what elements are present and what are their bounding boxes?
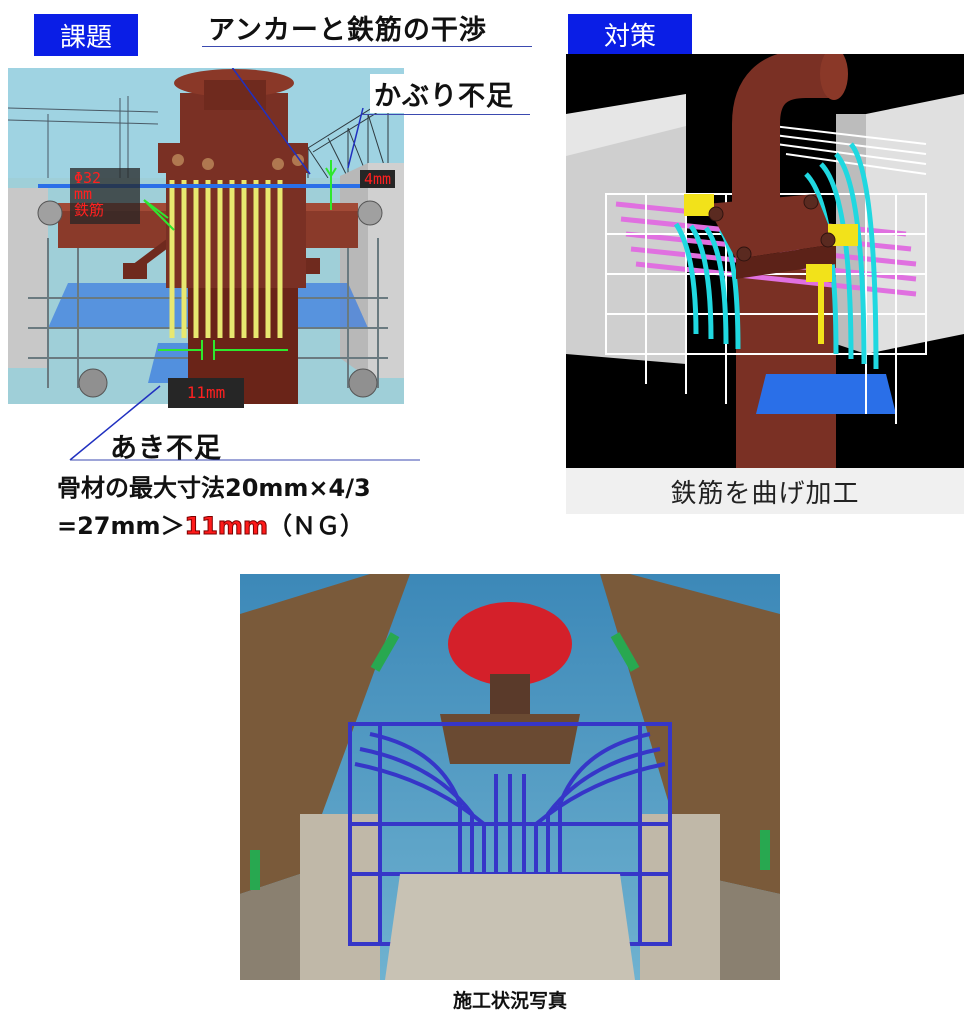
countermeasure-tag: 対策 xyxy=(568,14,692,54)
note-line2-suffix: （ＮＧ） xyxy=(267,512,364,540)
gap-leader-svg xyxy=(69,385,420,461)
diameter-unit: mm xyxy=(74,185,93,203)
dimension-marks xyxy=(143,160,337,360)
countermeasure-caption: 鉄筋を曲げ加工 xyxy=(566,468,964,514)
construction-photo-svg xyxy=(240,574,780,980)
aggregate-note-line1: 骨材の最大寸法20mm×4/3 xyxy=(57,474,371,502)
aggregate-note-line2: =27mm＞11mm（ＮＧ） xyxy=(57,506,364,541)
cover-callout: かぶり不足 xyxy=(370,74,518,113)
countermeasure-render-svg xyxy=(566,54,964,468)
cover-dimension-label: 4mm xyxy=(360,170,396,188)
problem-render-svg xyxy=(8,68,404,404)
note-line2-prefix: =27mm＞ xyxy=(57,512,185,540)
rebar-diameter-label: Φ32 mm 鉄筋 xyxy=(70,168,140,224)
ng-value: 11mm xyxy=(184,512,268,541)
problem-tag: 課題 xyxy=(34,14,138,56)
plate-bolts xyxy=(172,154,304,170)
photo-caption: 施工状況写真 xyxy=(452,990,567,1012)
interference-underline xyxy=(202,46,532,47)
cover-underline xyxy=(362,114,530,115)
diameter-value: Φ32 xyxy=(74,169,102,187)
anchor-bolts xyxy=(708,194,836,262)
leader-lines xyxy=(231,68,364,175)
diameter-rebar: 鉄筋 xyxy=(74,201,105,219)
construction-photo xyxy=(240,574,780,980)
gap-dimension-label: 11mm xyxy=(168,378,244,408)
power-lines xyxy=(8,96,159,178)
gap-callout: あき不足 xyxy=(110,433,222,464)
problem-3d-render xyxy=(8,68,404,404)
yellow-rebars xyxy=(169,180,283,338)
countermeasure-3d-render xyxy=(566,54,964,468)
interference-callout: アンカーと鉄筋の干渉 xyxy=(208,15,487,46)
